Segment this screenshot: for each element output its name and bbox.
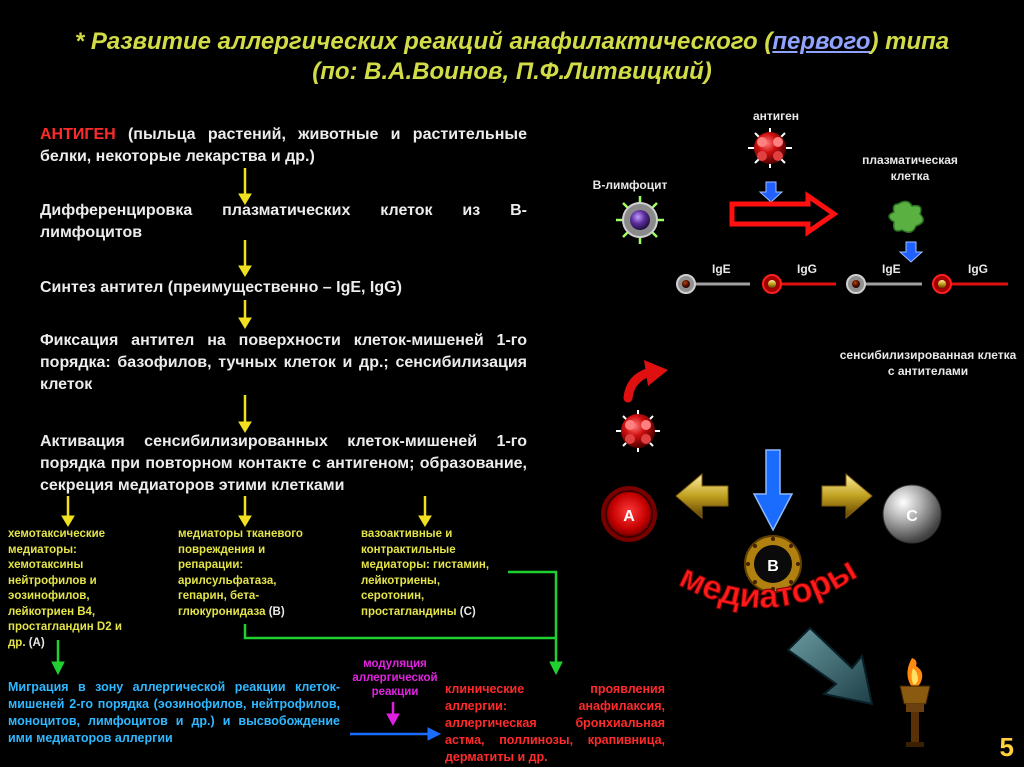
title-line1-suffix: ) типа [870,28,950,55]
sensitized-cell-label: сенсибилизированная клетка с антителами [839,348,1017,378]
small-blue-arrow-1 [758,181,784,203]
ball-b: В [744,535,802,593]
page-subtitle: (по: В.А.Воинов, П.Ф.Литвицкий) [312,58,712,85]
migration-text: Миграция в зону аллергической реакции кл… [8,680,340,745]
red-transform-arrow [729,191,839,237]
ige-label-2: IgE [882,262,901,276]
title-line1-prefix: * Развитие аллергических реакций анафила… [74,28,773,55]
ball-c: С [882,484,942,544]
antibody-ige-2 [846,274,922,294]
flow-step-fixation: Фиксация антител на поверхности клеток-м… [40,332,527,393]
antigen-icon-middle [616,410,660,452]
modulation-text: модуляция аллергической реакции [352,658,438,698]
clinical-text: клинические проявления аллергии: анафила… [445,682,665,764]
mediators-c-text: вазоактивные и контрактильные медиаторы:… [361,528,490,618]
mediators-a-text: хемотаксические медиаторы: хемотаксины н… [8,528,122,649]
green-arrows [51,570,563,676]
blue-arrow [350,727,442,741]
svg-text:В: В [767,558,779,575]
mediators-b-tag: (В) [265,605,285,618]
plasma-cell-icon [888,200,924,233]
gold-right-arrow [821,472,873,520]
mediators-b-text: медиаторы тканевого повреждения и репара… [178,528,303,618]
flow-step-antigen: АНТИГЕН (пыльца растений, животные и рас… [40,124,527,168]
flow-step-activation: Активация сенсибилизированных клеток-миш… [40,433,527,494]
blue-down-arrow [752,449,794,532]
antigen-icon-top [748,128,792,168]
ball-a: А [601,486,657,542]
gold-left-arrow [675,472,729,520]
antigen-description: (пыльца растений, животные и растительны… [40,126,527,165]
b-lymphocyte-label: В-лимфоцит [592,178,668,192]
page-number: 5 [999,732,1014,762]
igg-label-2: IgG [968,262,988,276]
mediators-a-tag: (А) [25,636,45,649]
small-blue-arrow-2 [898,241,924,263]
antigen-keyword: АНТИГЕН [40,126,116,143]
teal-arrow [786,626,874,706]
plasma-cell-label: плазматическая клетка [862,153,958,183]
antibody-igg-1 [762,274,836,294]
modulation-arrow [386,702,400,727]
title-first-link[interactable]: первого [772,28,871,55]
svg-text:С: С [906,508,918,525]
curved-red-arrow [623,360,668,403]
page-title: * Развитие аллергических реакций анафила… [0,28,1024,56]
antibody-ige-1 [676,274,750,294]
flow-step-synthesis: Синтез антител (преимущественно – IgE, I… [40,279,402,296]
mediators-c-tag: (С) [456,605,476,618]
torch-icon [899,658,931,747]
b-lymphocyte-icon [616,196,664,244]
igg-label-1: IgG [797,262,817,276]
antibody-igg-2 [932,274,1008,294]
flow-arrows [61,168,432,527]
antigen-label: антиген [752,109,800,123]
flow-step-differentiation: Дифференцировка плазматических клеток из… [40,202,527,241]
ige-label-1: IgE [712,262,731,276]
svg-text:А: А [623,508,635,525]
